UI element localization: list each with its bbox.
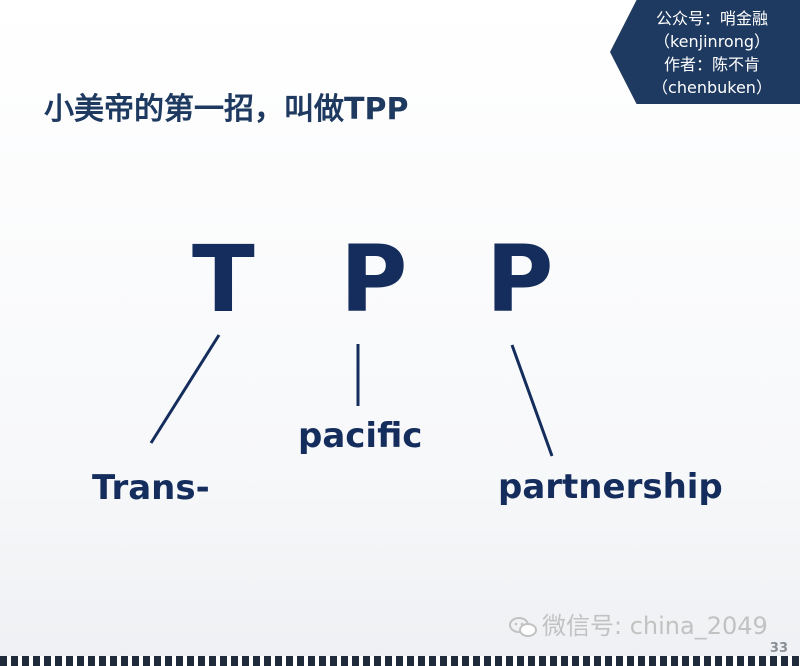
connector-line-trans [149,334,221,444]
banner-account-line: 公众号：哨金融 [655,9,768,28]
acronym-letter-p-first: P [340,226,408,333]
word-pacific: pacific [298,416,423,456]
connector-line-partnership [510,344,554,457]
banner-author-line: 作者：陈不肯 [663,55,760,74]
bottom-stripe [0,656,800,666]
watermark-text: 微信号: china_2049 [542,612,768,640]
page-number: 33 [769,641,788,656]
word-partnership: partnership [498,467,723,507]
banner-author-id-line: （chenbuken） [652,78,772,97]
wechat-icon [509,617,537,637]
slide-title: 小美帝的第一招，叫做TPP [44,92,409,127]
wechat-watermark: 微信号: china_2049 [508,606,768,641]
word-trans: Trans- [92,468,210,508]
acronym-letter-p-second: P [486,226,554,333]
acronym-letter-t: T [192,226,255,333]
banner-account-id-line: （kenjinrong） [653,32,771,51]
author-banner: 公众号：哨金融 （kenjinrong） 作者：陈不肯 （chenbuken） [610,0,800,104]
